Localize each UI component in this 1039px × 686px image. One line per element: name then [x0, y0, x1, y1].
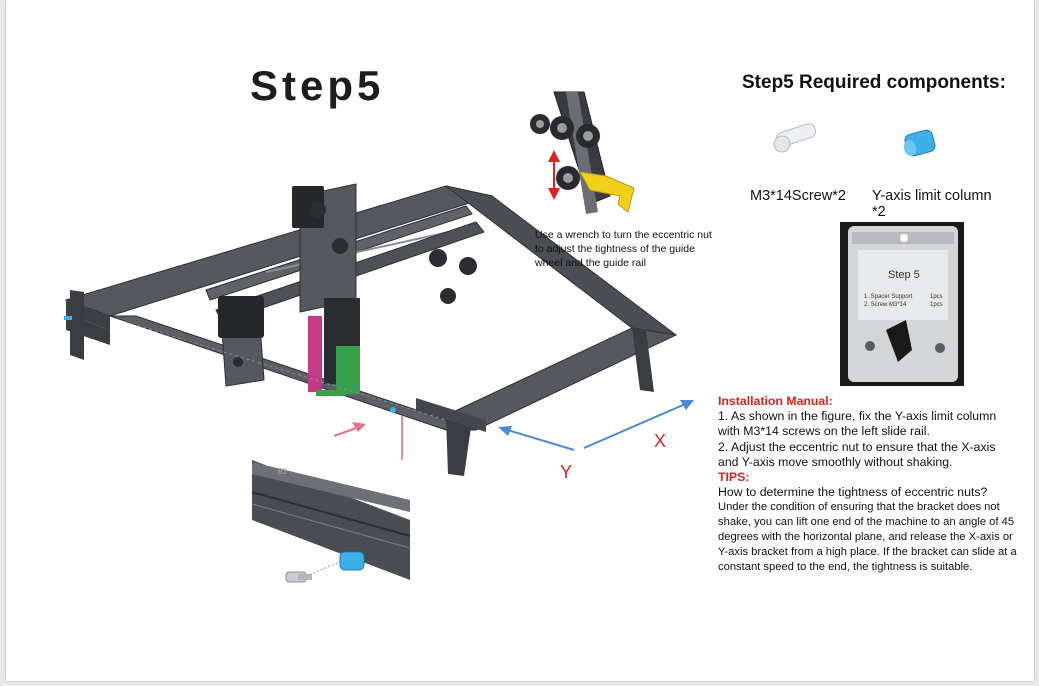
svg-text:83: 83 — [278, 467, 287, 476]
wrench-note: Use a wrench to turn the eccentric nut t… — [535, 229, 712, 269]
manual-page: Step5 Step5 Required components: — [6, 0, 1034, 681]
bag-line2-qty: 1pcs — [930, 302, 943, 308]
tips-body: Under the condition of ensuring that the… — [718, 501, 1017, 574]
components-title: Step5 Required components: — [742, 72, 1006, 93]
manual-item-2: 2. Adjust the eccentric nut to ensure th… — [718, 439, 996, 469]
manual-item-1: 1. As shown in the figure, fix the Y-axi… — [718, 409, 997, 439]
tips-heading: TIPS: — [718, 470, 750, 485]
eccentric-wheel-detail — [530, 91, 635, 214]
tips-question: How to determine the tightness of eccent… — [718, 485, 988, 500]
bag-line2-name: 2. Screw M3*14 — [864, 302, 907, 308]
bag-line1-qty: 1pcs — [930, 294, 943, 300]
bag-title: Step 5 — [888, 269, 920, 281]
step-title: Step5 — [250, 62, 385, 109]
parts-bag — [840, 222, 964, 386]
engraver-illustration: X Y 83 — [64, 91, 964, 600]
rail-closeup: 83 — [251, 460, 411, 600]
x-axis-label: X — [654, 431, 666, 451]
column-label-line2: *2 — [872, 204, 886, 220]
y-axis-label: Y — [560, 462, 572, 482]
column-label-line1: Y-axis limit column — [872, 188, 992, 204]
screw-label: M3*14Screw*2 — [750, 188, 846, 204]
screw-image — [773, 123, 817, 153]
manual-heading: Installation Manual: — [718, 394, 833, 408]
column-image — [903, 129, 936, 157]
machine-frame — [64, 183, 678, 476]
bag-line1-name: 1. Spacer Support — [864, 294, 913, 300]
installation-manual: Installation Manual: 1. As shown in the … — [718, 394, 1018, 575]
